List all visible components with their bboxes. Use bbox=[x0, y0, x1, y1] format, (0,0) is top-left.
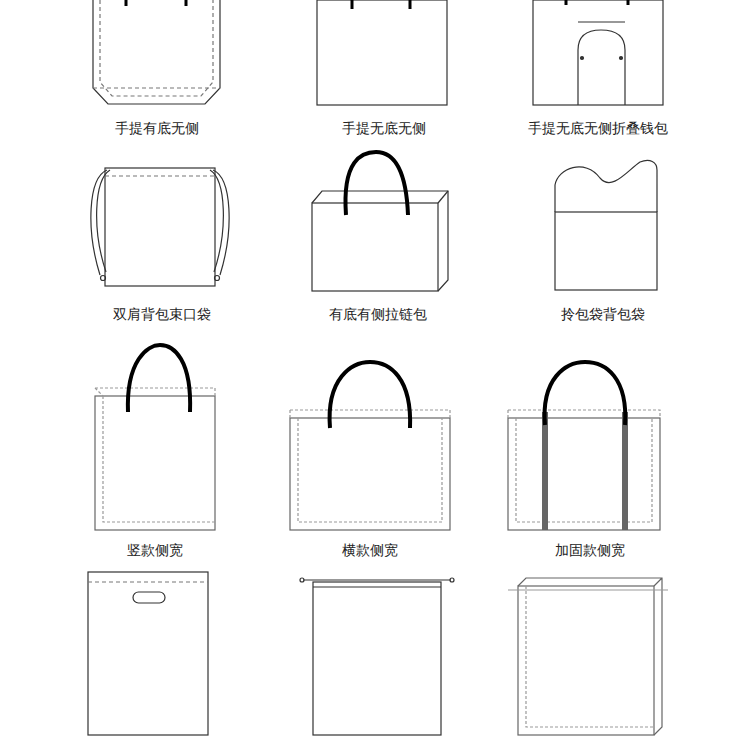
bag-outline bbox=[533, 0, 663, 105]
bag-side bbox=[518, 578, 662, 735]
reinforce-strap bbox=[545, 412, 625, 530]
caption-label: 双肩背包束口袋 bbox=[113, 305, 211, 323]
seam-line bbox=[88, 581, 208, 582]
caption-label: 加固款侧宽 bbox=[555, 541, 625, 559]
seam-line bbox=[105, 175, 215, 176]
string-end bbox=[300, 578, 304, 582]
caption-label: 竖款侧宽 bbox=[127, 541, 183, 559]
drawstring bbox=[508, 589, 668, 590]
handle bbox=[128, 345, 190, 412]
wallet-pocket bbox=[578, 30, 625, 105]
bag-outline bbox=[105, 168, 215, 286]
handle bbox=[126, 0, 186, 6]
bag-outline bbox=[95, 396, 215, 530]
bag-side bbox=[438, 191, 448, 203]
snap-dot bbox=[620, 57, 623, 60]
seam-line bbox=[93, 87, 220, 88]
seam-line bbox=[100, 0, 213, 96]
handle bbox=[566, 0, 628, 5]
bag-outline bbox=[313, 582, 441, 735]
snap-dot bbox=[581, 57, 584, 60]
drawstring bbox=[91, 170, 229, 275]
bag-top bbox=[555, 160, 657, 212]
depth-line bbox=[508, 410, 660, 522]
caption-label: 手提无底无侧 bbox=[342, 119, 426, 137]
bag-outline bbox=[508, 418, 660, 530]
caption-label: 手提有底无侧 bbox=[115, 119, 199, 137]
depth-line bbox=[526, 586, 654, 727]
depth-line bbox=[290, 410, 450, 522]
caption-label: 横款侧宽 bbox=[342, 541, 398, 559]
bag-outline bbox=[312, 203, 438, 291]
drawstring bbox=[97, 170, 224, 272]
bag-side bbox=[312, 191, 448, 291]
caption-label: 拎包袋背包袋 bbox=[561, 305, 645, 323]
bag-outline bbox=[290, 418, 450, 530]
caption-label: 有底有侧拉链包 bbox=[329, 305, 427, 323]
bag-outline bbox=[93, 0, 220, 104]
handle bbox=[545, 362, 626, 425]
drawstring bbox=[303, 580, 451, 587]
bag-outline bbox=[88, 572, 208, 735]
handle bbox=[345, 152, 408, 215]
handle bbox=[330, 362, 411, 428]
string-end bbox=[101, 276, 106, 281]
fold-line bbox=[578, 21, 625, 22]
string-end bbox=[215, 276, 220, 281]
bag-outline bbox=[555, 212, 657, 290]
caption-label: 手提无底无侧折叠钱包 bbox=[528, 119, 668, 137]
handle bbox=[352, 0, 410, 9]
string-end bbox=[450, 578, 454, 582]
handle-hole bbox=[133, 592, 165, 603]
depth-line bbox=[95, 388, 215, 522]
bag-outline bbox=[317, 0, 447, 105]
bag-outline bbox=[518, 586, 654, 735]
